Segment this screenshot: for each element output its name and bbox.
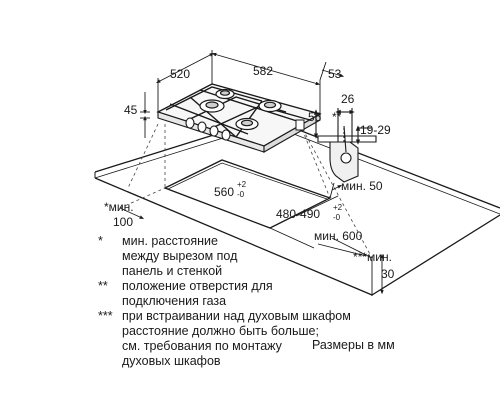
dim-cutout-560-tol-minus: -0 [237, 190, 245, 199]
dim-connector-56: 56 [308, 110, 322, 124]
dim-cutout-480-490-tol-plus: +2 [333, 203, 343, 212]
dim-min-30-value: 30 [381, 267, 395, 281]
dim-min-50: мин. 50 [341, 179, 383, 193]
dim-min-100-value: 100 [113, 215, 133, 229]
footnote-1-mark: * [98, 234, 103, 248]
hob-dimension-lines [140, 50, 345, 138]
knobs [185, 117, 231, 141]
dim-height-45: 45 [124, 103, 138, 117]
footnote-3-line: см. требования по монтажу [122, 339, 282, 353]
units-label: Размеры в мм [312, 338, 395, 352]
footnote-2: ** положение отверстия для подключения г… [98, 279, 273, 309]
dim-depth-582: 582 [253, 64, 273, 78]
dim-top-53: 53 [328, 67, 342, 81]
cutout-dimension-lines [119, 182, 384, 296]
projection-lines [119, 123, 373, 259]
gas-connector-detail [313, 108, 377, 183]
dim-width-520: 520 [170, 67, 190, 81]
footnote-3-mark: *** [98, 309, 113, 323]
dim-cutout-480-490-tol-minus: -0 [333, 213, 341, 222]
hob [156, 83, 322, 153]
dim-min-600: мин. 600 [314, 229, 363, 243]
footnote-2-line: положение отверстия для [122, 279, 273, 293]
dim-min-30-prefix: ***мин. [353, 250, 392, 264]
dim-connector-19-29: 19-29 [360, 123, 391, 137]
dim-connector-26: 26 [341, 92, 355, 106]
footnote-1: * мин. расстояние между вырезом под пане… [98, 234, 237, 279]
footnote-3-line: духовых шкафов [122, 354, 221, 368]
dim-min-100-prefix: *мин. [104, 200, 134, 214]
footnote-1-line: мин. расстояние [122, 234, 218, 248]
footnote-2-mark: ** [98, 279, 108, 293]
footnote-2-line: подключения газа [122, 294, 227, 308]
footnote-3-line: при встраивании над духовым шкафом [122, 309, 351, 323]
footnote-3-line: расстояние должно быть больше; [122, 324, 319, 338]
footnote-3: *** при встраивании над духовым шкафом р… [98, 309, 351, 369]
connector-marker: ** [332, 110, 342, 124]
burners [199, 88, 282, 131]
dim-cutout-560-tol-plus: +2 [237, 180, 247, 189]
footnote-1-line: панель и стенкой [122, 264, 223, 278]
dim-cutout-560: 560 [214, 185, 234, 199]
worktop-front-edge [94, 177, 500, 296]
dim-cutout-480-490: 480-490 [276, 207, 320, 221]
footnote-1-line: между вырезом под [122, 249, 238, 263]
